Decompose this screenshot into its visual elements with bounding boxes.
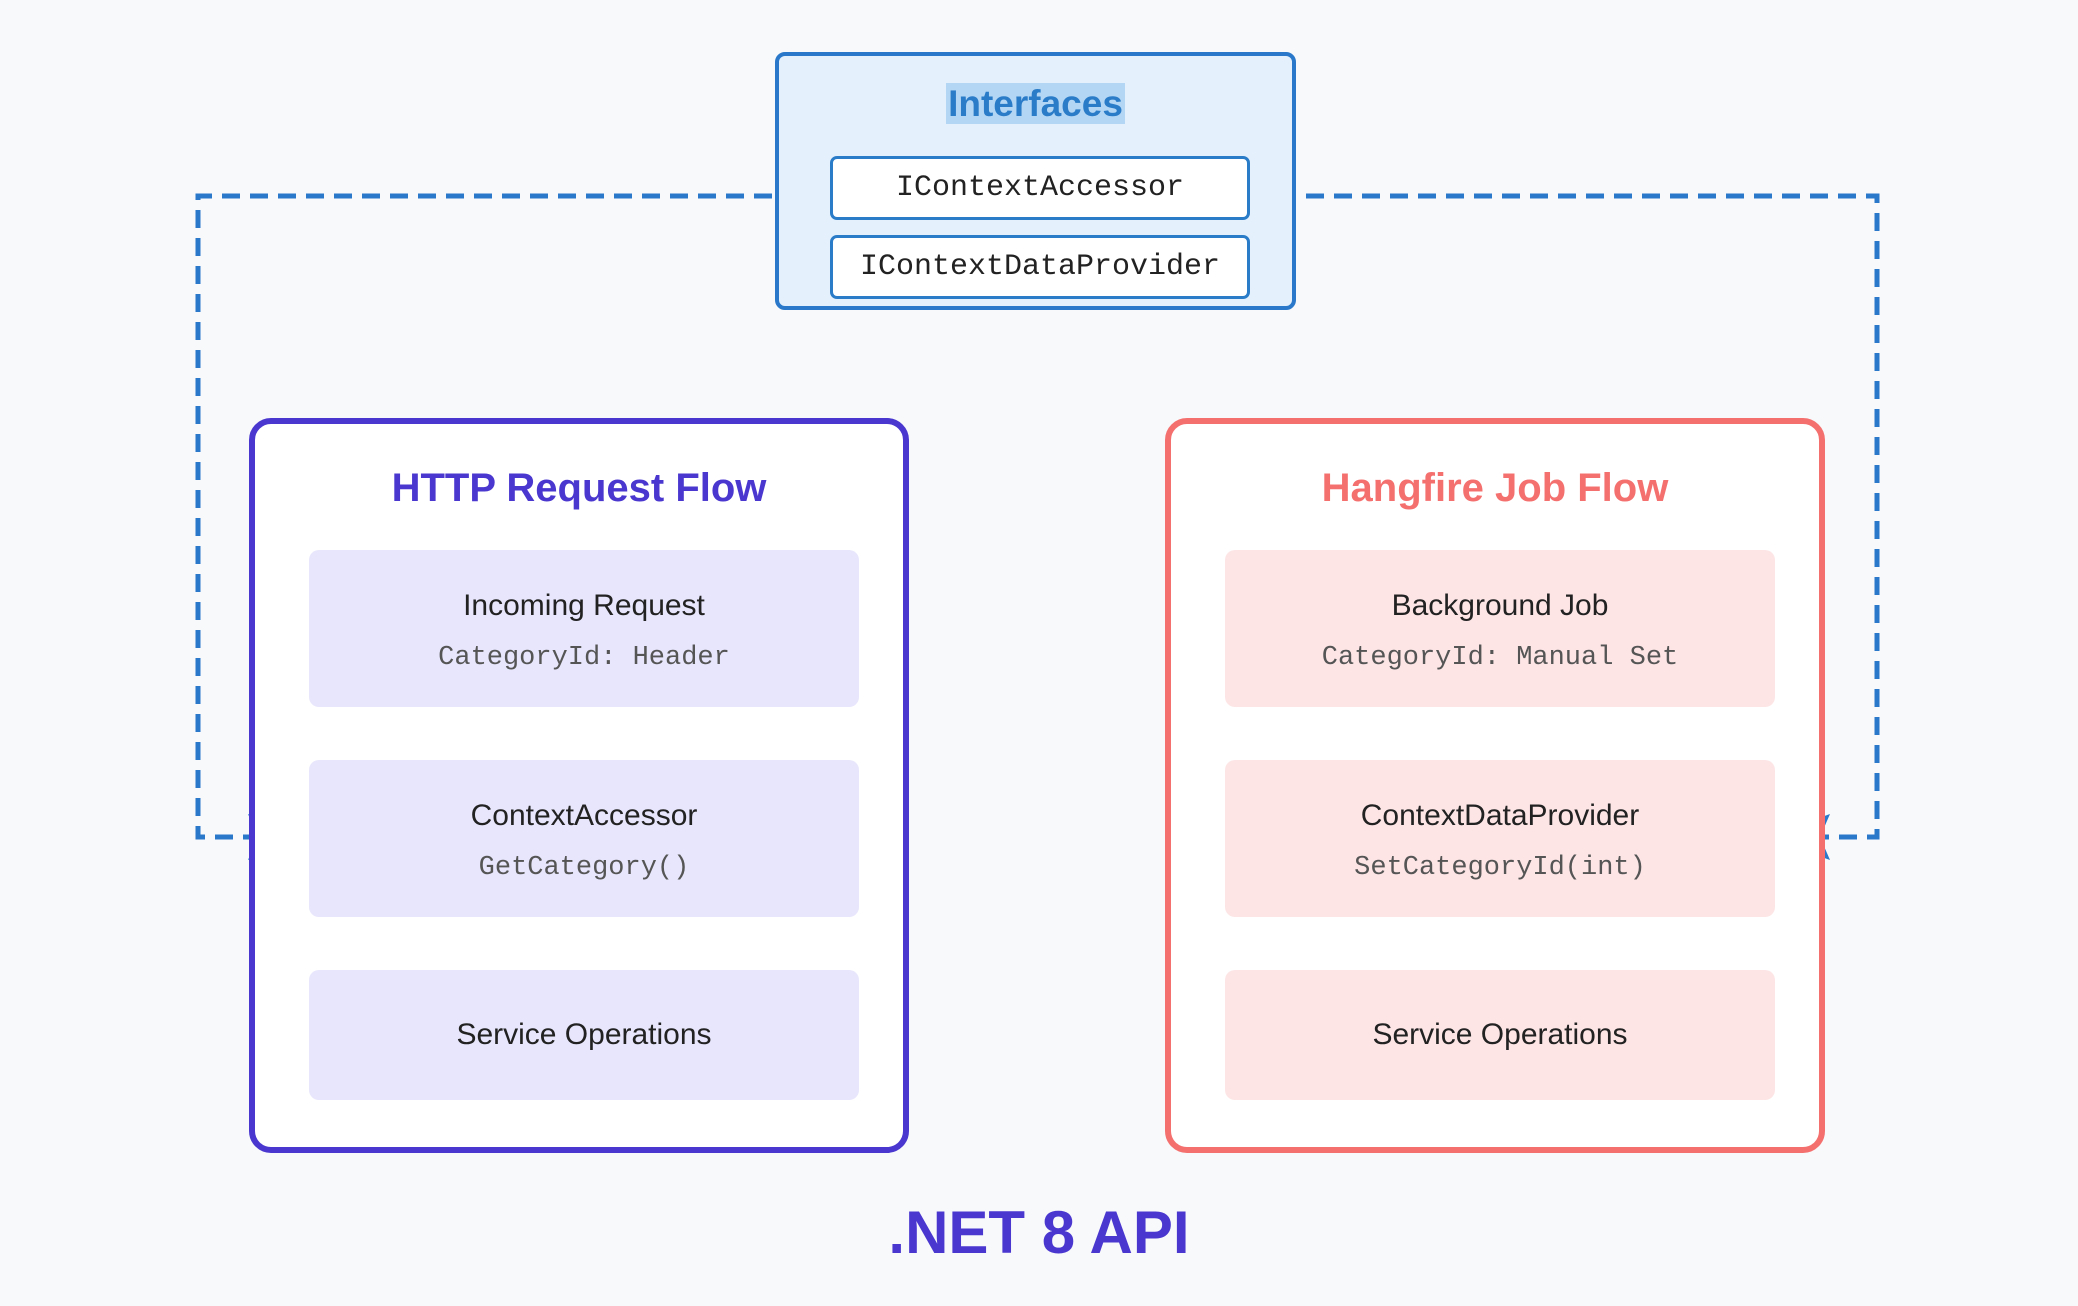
step-context-data-provider: ContextDataProvider SetCategoryId(int)	[1225, 760, 1775, 917]
step-label: Incoming Request	[463, 589, 705, 622]
interfaces-title: Interfaces	[946, 83, 1125, 124]
step-incoming-request: Incoming Request CategoryId: Header	[309, 550, 859, 707]
step-code: CategoryId: Manual Set	[1321, 643, 1679, 673]
step-label: ContextDataProvider	[1360, 799, 1640, 832]
http-flow-title: HTTP Request Flow	[391, 466, 767, 510]
step-label: Background Job	[1391, 589, 1609, 622]
step-service-operations: Service Operations	[1225, 970, 1775, 1100]
platform-label: .NET 8 API	[888, 1199, 1190, 1266]
http-request-flow-panel: HTTP Request Flow Incoming Request Categ…	[249, 418, 909, 1153]
step-context-accessor: ContextAccessor GetCategory()	[309, 760, 859, 917]
step-label: Service Operations	[1372, 1018, 1628, 1051]
interface-icontextaccessor: IContextAccessor	[830, 156, 1250, 220]
hangfire-job-flow-panel: Hangfire Job Flow Background Job Categor…	[1165, 418, 1825, 1153]
step-label: Service Operations	[456, 1018, 712, 1051]
step-code: SetCategoryId(int)	[1354, 853, 1646, 883]
step-service-operations: Service Operations	[309, 970, 859, 1100]
job-flow-title: Hangfire Job Flow	[1321, 466, 1669, 510]
interfaces-panel: Interfaces IContextAccessor IContextData…	[775, 52, 1296, 310]
interface-icontextdataprovider: IContextDataProvider	[830, 235, 1250, 299]
step-code: CategoryId: Header	[438, 643, 730, 673]
step-label: ContextAccessor	[470, 799, 698, 832]
step-background-job: Background Job CategoryId: Manual Set	[1225, 550, 1775, 707]
step-code: GetCategory()	[478, 853, 690, 883]
